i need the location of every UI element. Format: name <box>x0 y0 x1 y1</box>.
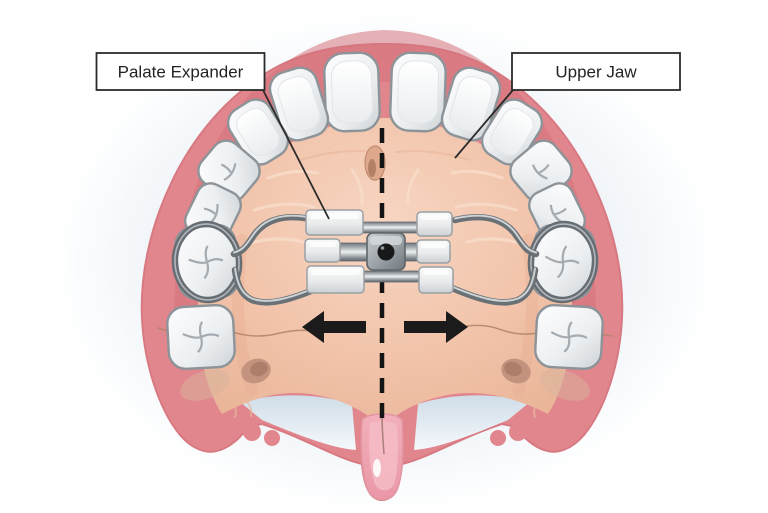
label-upper-jaw-text: Upper Jaw <box>555 63 637 82</box>
right-arrow-icon <box>404 311 468 343</box>
tooth-incisor <box>268 66 330 142</box>
teeth <box>166 51 604 371</box>
label-palate-expander: Palate Expander <box>95 52 330 220</box>
palatine-foramen <box>241 358 531 384</box>
throat-hollow-left <box>240 395 356 450</box>
expander-screw <box>366 232 406 271</box>
gum-fold <box>264 430 280 446</box>
tuberosity-shading <box>540 369 590 401</box>
gum-fold <box>509 423 527 441</box>
tooth-incisor <box>389 51 447 133</box>
incisive-papilla-shadow <box>368 159 376 177</box>
tooth-incisor <box>323 51 381 133</box>
left-arrow-icon <box>302 311 366 343</box>
label-box <box>511 52 681 91</box>
uvula <box>360 411 404 501</box>
tooth-molar-banded <box>171 220 243 304</box>
expander-wires <box>230 213 540 306</box>
gum-fold <box>490 430 506 446</box>
expander-plate-highlights <box>309 213 449 275</box>
label-palate-expander-text: Palate Expander <box>118 63 244 82</box>
leader-line <box>262 89 330 220</box>
tooth-molar <box>166 303 236 371</box>
label-box <box>95 52 266 91</box>
leader-line <box>454 89 514 159</box>
expander-device <box>230 209 540 306</box>
tooth-molar <box>534 303 604 371</box>
tooth-molar-banded <box>527 220 599 304</box>
gum-fold <box>243 423 261 441</box>
screw-hole <box>377 243 395 261</box>
tooth-canine <box>480 98 544 166</box>
tuberosity-shading <box>180 369 230 401</box>
throat-hollow-right <box>414 395 530 450</box>
label-upper-jaw: Upper Jaw <box>454 52 681 159</box>
